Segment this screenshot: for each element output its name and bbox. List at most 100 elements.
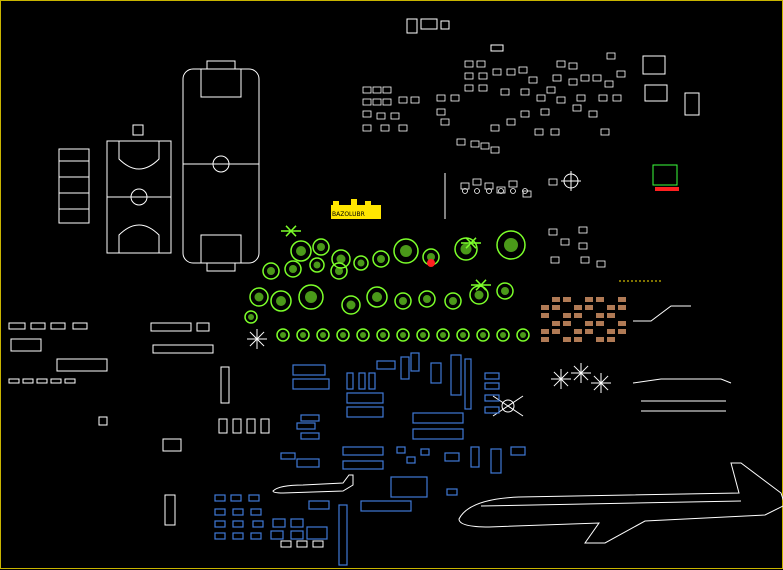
car-icon xyxy=(36,378,48,384)
car-icon xyxy=(218,418,228,434)
furniture-block-icon xyxy=(574,337,582,342)
furniture-block-icon xyxy=(362,124,372,132)
furniture-block-icon xyxy=(612,94,622,102)
car-icon xyxy=(22,378,34,384)
car-icon xyxy=(400,356,410,380)
car-icon xyxy=(484,406,500,414)
furniture-block-icon xyxy=(585,297,593,302)
car-icon xyxy=(396,446,406,454)
furniture-block-icon xyxy=(492,68,502,76)
tree-icon xyxy=(366,286,388,308)
furniture-block-icon xyxy=(598,94,608,102)
furniture-block-icon xyxy=(600,128,610,136)
truck-icon xyxy=(56,358,108,372)
furniture-block-icon xyxy=(607,305,615,310)
tree-icon xyxy=(316,328,330,342)
furniture-block-icon xyxy=(500,88,510,96)
car-icon xyxy=(64,378,76,384)
car-icon xyxy=(50,378,62,384)
tree-icon xyxy=(444,292,462,310)
furniture-block-icon xyxy=(556,60,566,68)
car-icon xyxy=(72,322,88,330)
car-icon xyxy=(312,540,324,548)
furniture-block-icon xyxy=(522,190,532,198)
furniture-block-icon xyxy=(568,78,578,86)
sign-board xyxy=(331,199,381,219)
furniture-block-icon xyxy=(476,60,486,68)
furniture-block-icon xyxy=(534,128,544,136)
truck-icon xyxy=(450,354,462,396)
furniture-block-icon xyxy=(596,297,604,302)
car-icon xyxy=(470,446,480,468)
furniture-block-icon xyxy=(390,112,400,120)
car-icon xyxy=(50,322,66,330)
car-icon xyxy=(358,372,366,390)
sign-label: BAZOLUBR xyxy=(332,211,365,218)
car-icon xyxy=(260,418,270,434)
car-icon xyxy=(300,432,320,440)
furniture-block-icon xyxy=(478,72,488,80)
furniture-block-icon xyxy=(436,108,446,116)
furniture-block-icon xyxy=(456,138,466,146)
furniture-block-icon xyxy=(572,104,582,112)
car-icon xyxy=(290,530,304,540)
furniture-block-icon xyxy=(450,94,460,102)
tree-icon xyxy=(372,250,390,268)
furniture-block-icon xyxy=(596,313,604,318)
car-icon xyxy=(346,372,354,390)
car-icon xyxy=(290,518,304,528)
person-icon xyxy=(474,188,480,194)
car-icon xyxy=(420,448,430,456)
furniture-block-icon xyxy=(578,226,588,234)
tree-icon xyxy=(309,257,325,273)
furniture-block-icon xyxy=(372,98,382,106)
furniture-block-icon xyxy=(563,321,571,326)
palm-tree-icon xyxy=(281,225,301,237)
truck-icon xyxy=(152,344,214,354)
furniture-block-icon xyxy=(376,112,386,120)
tree-icon xyxy=(416,328,430,342)
car-icon xyxy=(484,394,500,402)
tree-icon xyxy=(247,329,267,349)
furniture-block-icon xyxy=(478,84,488,92)
truck-icon xyxy=(10,338,42,352)
furniture-block-icon xyxy=(618,329,626,334)
bus-icon xyxy=(342,460,384,470)
furniture-block-icon xyxy=(436,94,446,102)
car-icon xyxy=(296,540,308,548)
tree-icon xyxy=(249,287,269,307)
furniture-block-icon xyxy=(568,62,578,70)
person-icon xyxy=(498,188,504,194)
car-icon xyxy=(252,520,264,528)
car-icon xyxy=(232,520,244,528)
furniture-block-icon xyxy=(520,88,530,96)
furniture-block-icon xyxy=(484,182,494,190)
furniture-block-icon xyxy=(380,124,390,132)
furniture-block-icon xyxy=(508,180,518,188)
tree-icon xyxy=(476,328,490,342)
furniture-block-icon xyxy=(460,182,470,190)
furniture-block-icon xyxy=(490,124,500,132)
furniture-block-icon xyxy=(528,76,538,84)
person-icon xyxy=(486,188,492,194)
furniture-block-icon xyxy=(550,128,560,136)
furniture-block-icon xyxy=(580,256,590,264)
car-icon xyxy=(410,352,420,372)
furniture-block-icon xyxy=(496,186,506,194)
furniture-block-icon xyxy=(541,305,549,310)
soccer-field-icon xyxy=(182,60,260,272)
car-icon xyxy=(214,520,226,528)
tree-icon xyxy=(290,240,312,262)
furniture-block-icon xyxy=(362,98,372,106)
tree-icon xyxy=(336,328,350,342)
car-icon xyxy=(8,322,26,330)
car-icon xyxy=(484,372,500,380)
furniture-block-icon xyxy=(576,94,586,102)
car-icon xyxy=(300,414,320,422)
furniture-block-icon xyxy=(556,96,566,104)
furniture-block-icon xyxy=(574,313,582,318)
palm-tree-icon xyxy=(471,279,491,291)
tree-icon xyxy=(262,262,280,280)
